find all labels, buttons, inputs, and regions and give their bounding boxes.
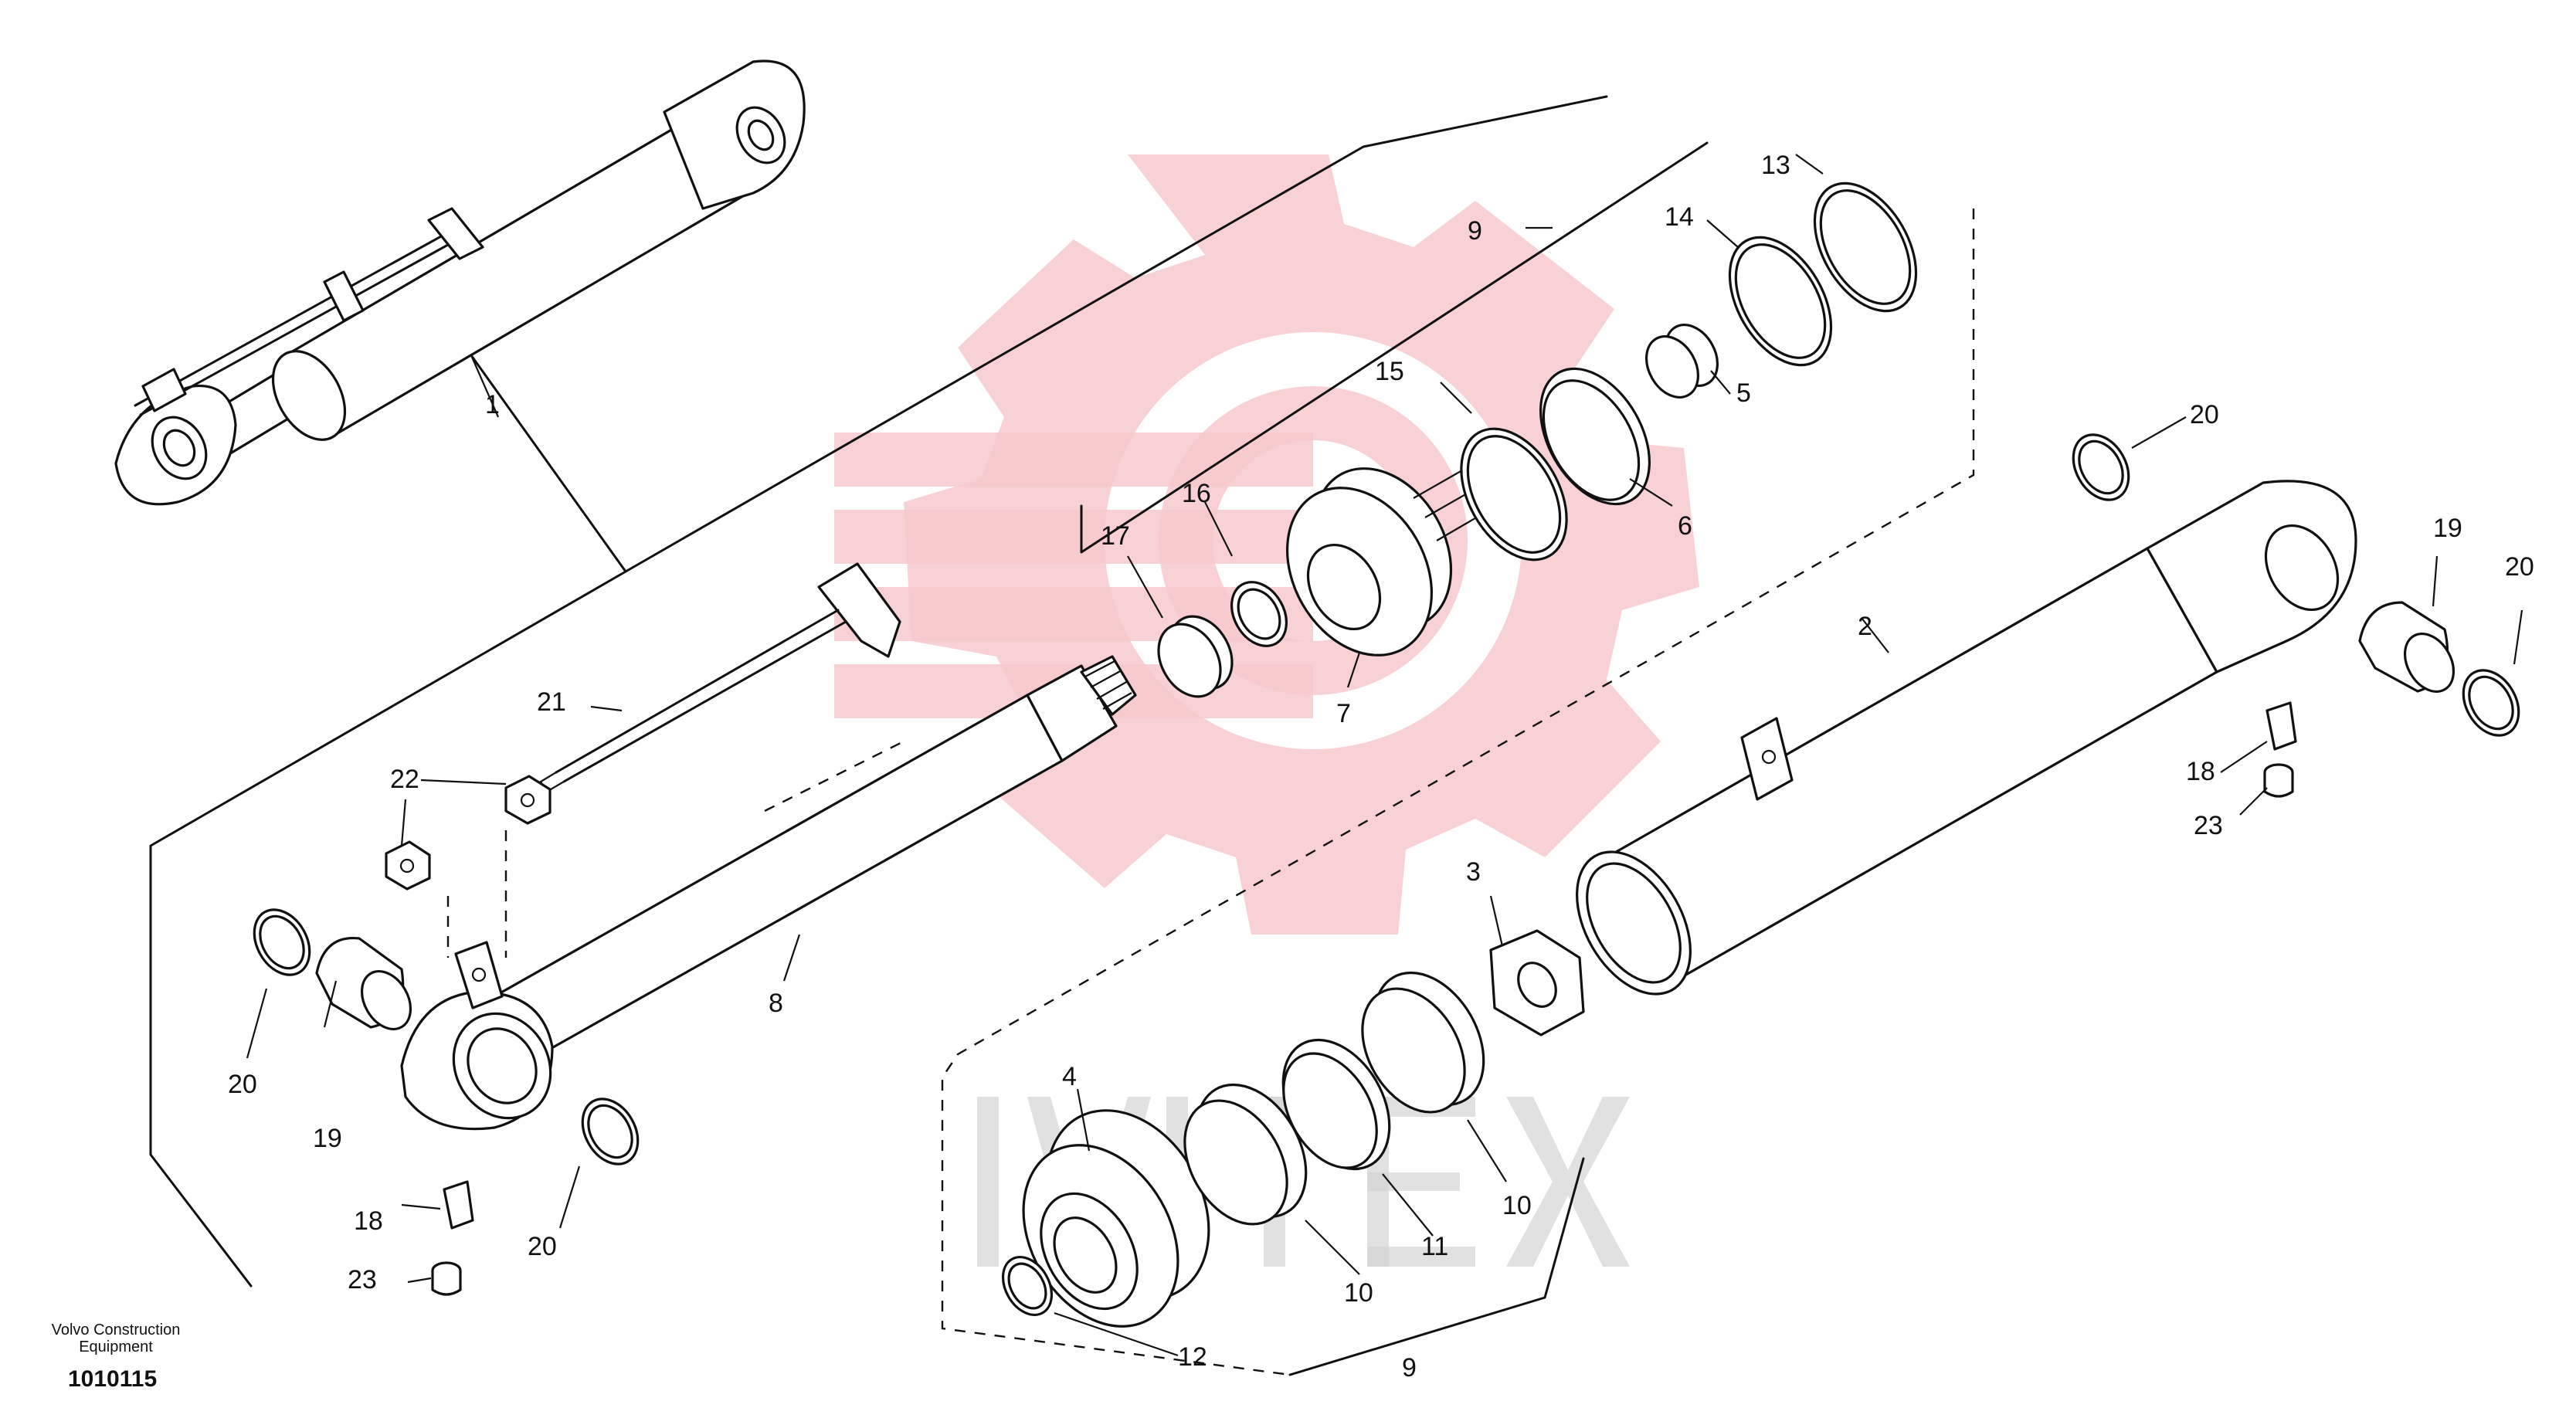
callout-23-right: 23 (2194, 811, 2223, 840)
cylinder-tube-part-2 (1576, 480, 2357, 996)
footer-block: Volvo Construction Equipment 1010115 (52, 1321, 181, 1392)
pipe-part-21 (539, 562, 901, 793)
callout-5: 5 (1736, 378, 1751, 408)
callout-15: 15 (1375, 357, 1404, 386)
piston-rod-part-8 (400, 655, 1137, 1131)
seal-rings (1001, 182, 1918, 1316)
piston-part-4 (1022, 1109, 1210, 1328)
callout-9-top: 9 (1468, 216, 1482, 246)
callout-10-left: 10 (1344, 1278, 1373, 1308)
callout-8: 8 (769, 989, 783, 1018)
callout-22: 22 (390, 765, 419, 794)
gear-logo-watermark-icon (834, 154, 1699, 935)
bushings-and-clips (253, 433, 2520, 1296)
callout-18-left: 18 (354, 1206, 383, 1236)
brand-line-2: Equipment (79, 1338, 153, 1355)
callout-12: 12 (1178, 1342, 1207, 1372)
callout-19-right: 19 (2433, 514, 2462, 543)
assembled-cylinder-part-1 (114, 59, 806, 506)
callout-14: 14 (1665, 202, 1694, 232)
callout-23-left: 23 (348, 1265, 377, 1294)
bracket-lines (149, 95, 1975, 1376)
callout-16: 16 (1182, 479, 1211, 508)
callout-20-left: 20 (228, 1070, 257, 1099)
callout-1: 1 (485, 390, 500, 419)
callout-4: 4 (1062, 1062, 1077, 1091)
callout-21: 21 (537, 687, 566, 717)
callout-9-bottom: 9 (1402, 1353, 1417, 1383)
drawing-number: 1010115 (68, 1366, 157, 1392)
nut-part-22 (385, 775, 552, 891)
callout-3: 3 (1466, 857, 1481, 887)
callout-6: 6 (1678, 511, 1692, 541)
callout-13: 13 (1761, 151, 1790, 180)
callout-18-right: 18 (2186, 757, 2215, 786)
callout-11: 11 (1421, 1232, 1448, 1261)
callout-7: 7 (1336, 699, 1351, 728)
callout-19-left: 19 (313, 1124, 342, 1153)
callout-labels: 1 2 3 4 5 6 7 8 9 9 10 10 11 12 13 14 15… (228, 151, 2534, 1383)
callout-20-bottom: 20 (528, 1232, 557, 1261)
leader-lines (246, 154, 2523, 1357)
callout-20-far-right: 20 (2505, 552, 2534, 582)
callout-17: 17 (1101, 521, 1130, 551)
callout-20-top-right: 20 (2190, 400, 2219, 429)
callout-10-right: 10 (1502, 1191, 1532, 1220)
cylinder-head-part-7 (1285, 467, 1484, 657)
piston-nut-part-3 (1489, 929, 1585, 1036)
brand-line-1: Volvo Construction (52, 1321, 181, 1338)
callout-2: 2 (1858, 612, 1872, 641)
